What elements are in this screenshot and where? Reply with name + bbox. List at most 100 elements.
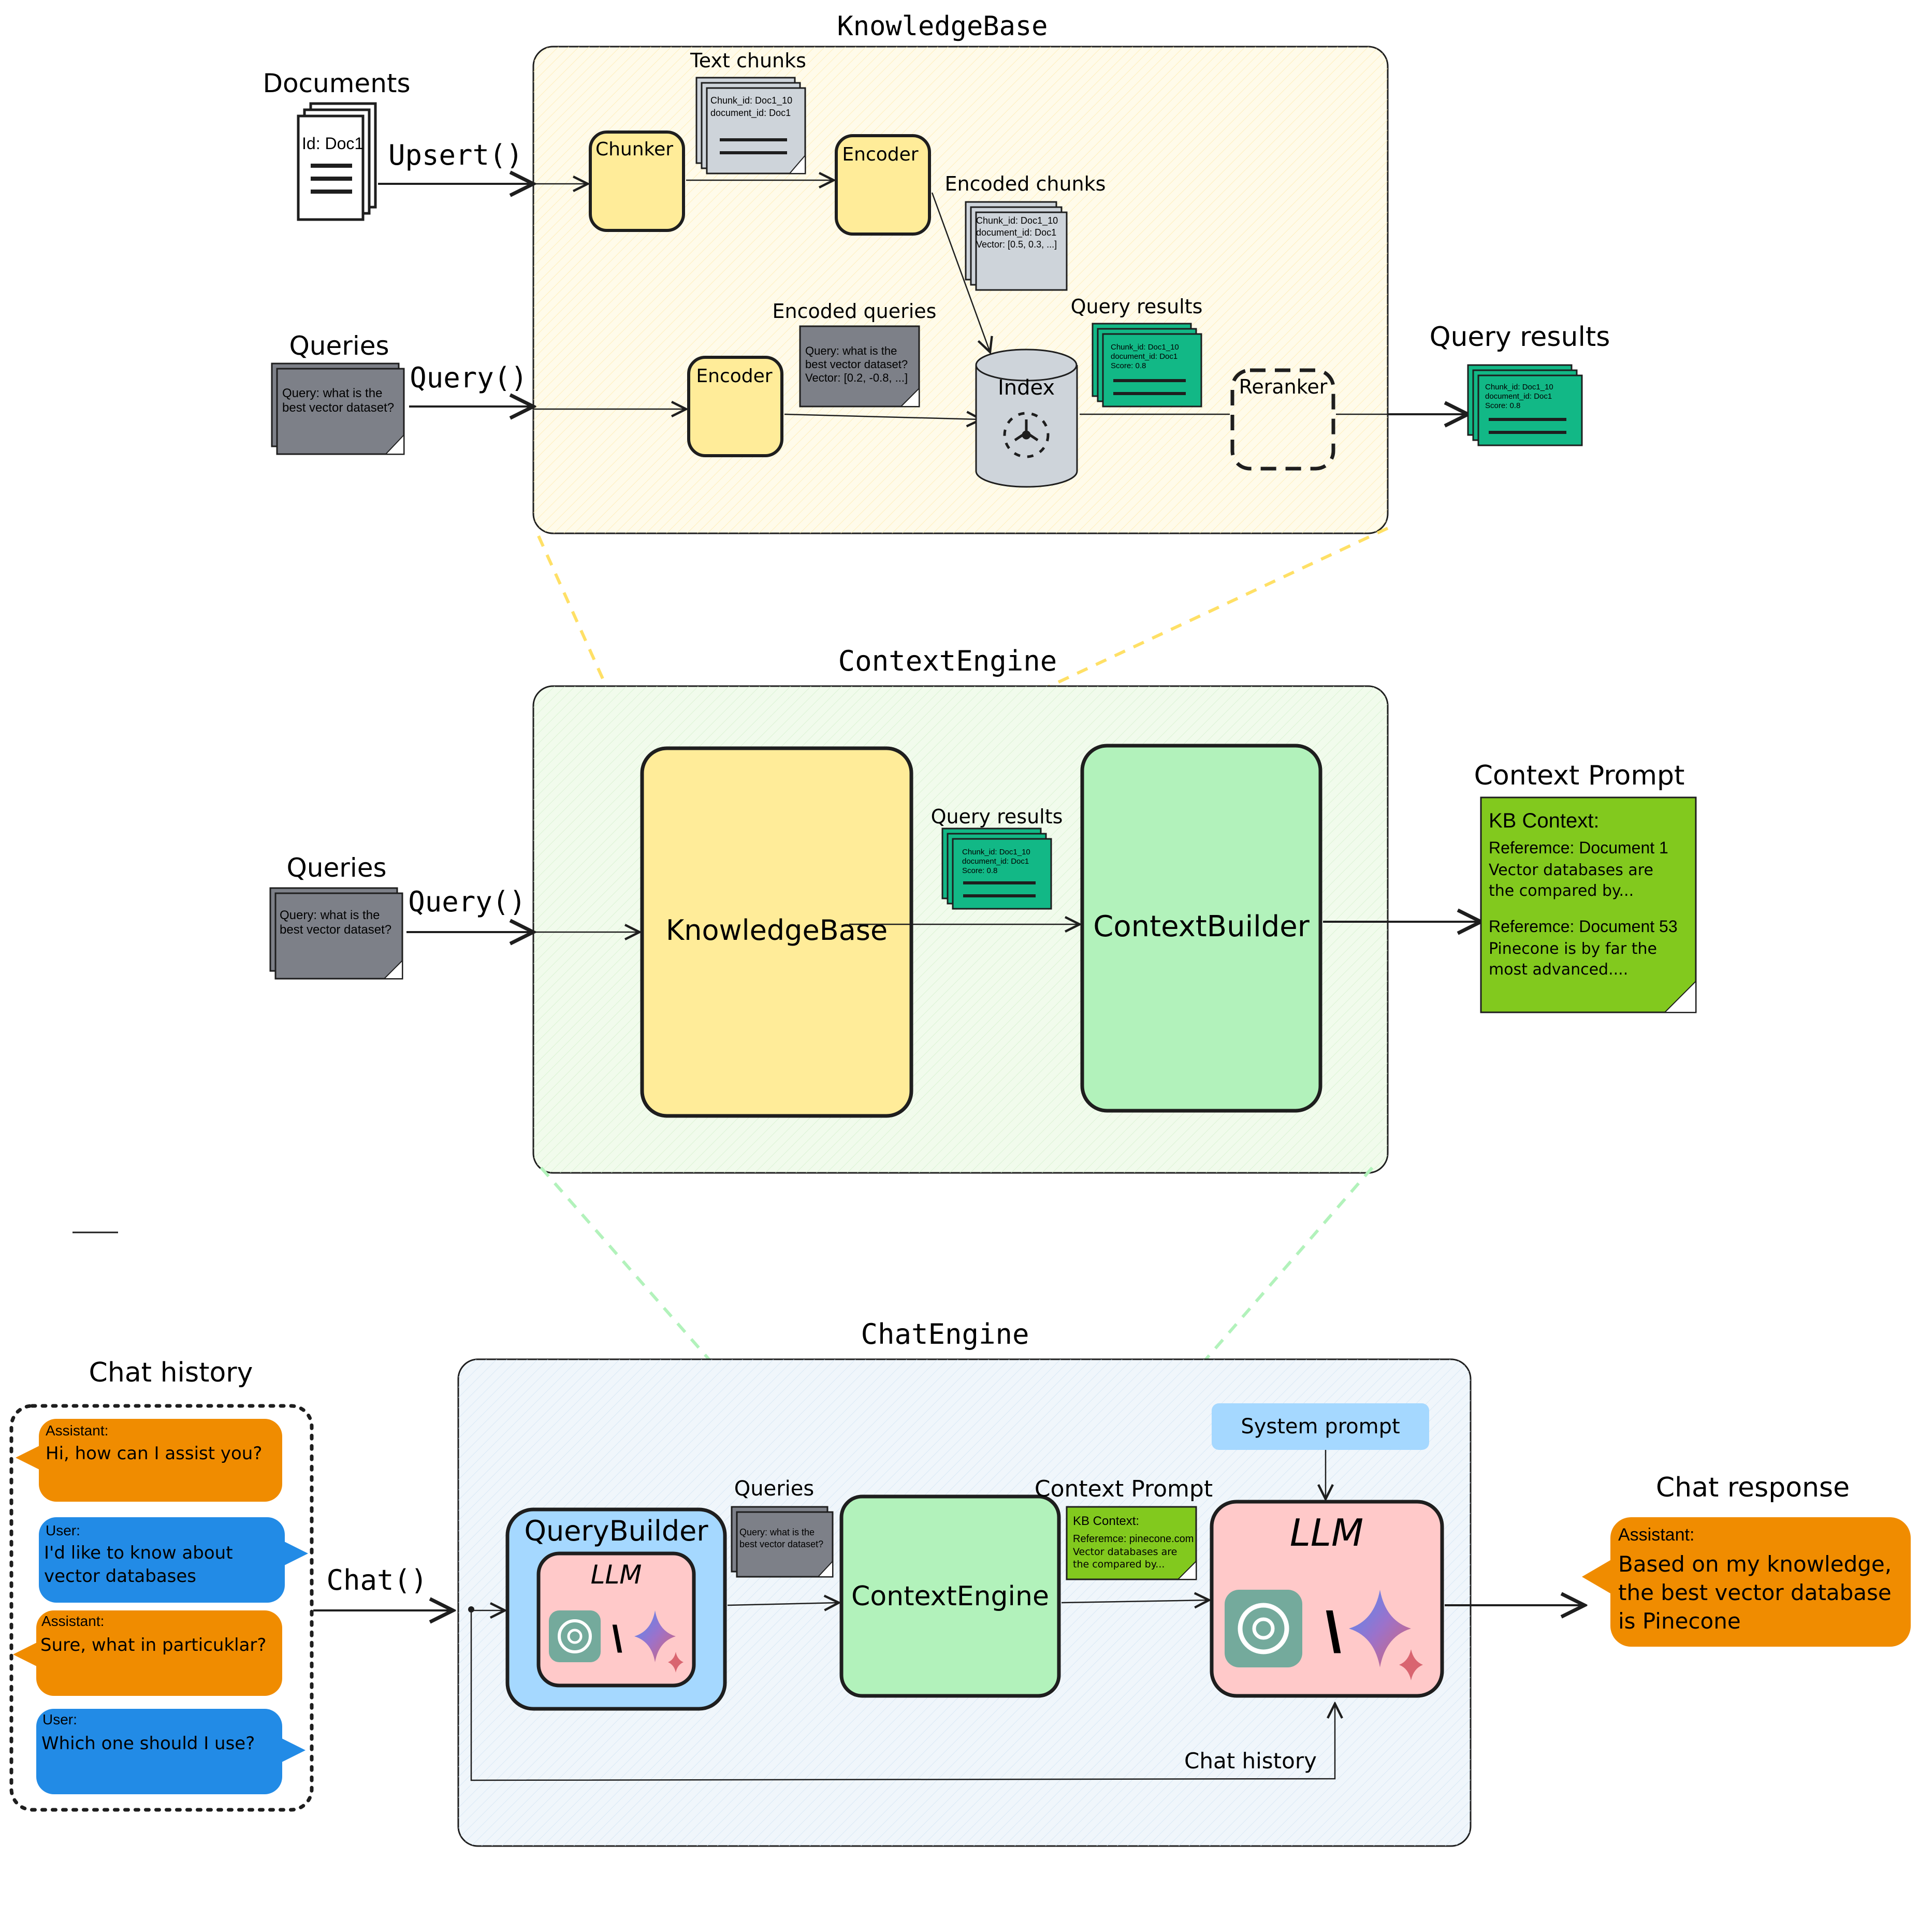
- upsert-call: Upsert(): [388, 139, 523, 171]
- chat-bubble-3-role: User:: [42, 1711, 77, 1727]
- chat-response-bubble: [1582, 1517, 1911, 1647]
- kb-query-results-outer-stack: [1467, 364, 1583, 446]
- chat-response-line1: Based on my knowledge,: [1618, 1551, 1892, 1577]
- chat-contextengine-box: [839, 1494, 1061, 1698]
- encoded-query-note: [799, 325, 920, 408]
- chat-ctx-line2: Referemce: pinecone.com: [1073, 1533, 1194, 1545]
- kb-outer-result-line3: Score: 0.8: [1485, 401, 1520, 410]
- ce-result-line3: Score: 0.8: [962, 866, 997, 875]
- chat-query-line1: Query: what is the: [739, 1527, 815, 1537]
- sparkle-icon: [1349, 1590, 1423, 1680]
- ce-ref2-text1: Pinecone is by far the: [1489, 940, 1657, 958]
- index-cylinder: [975, 348, 1078, 488]
- chat-ctx-line4: the compared by...: [1073, 1559, 1165, 1570]
- chatengine-section: ChatEngine Chat history Assistant: Hi, h…: [9, 1318, 1911, 1847]
- chat-bubble-3-text: Which one should I use?: [41, 1733, 255, 1754]
- chat-bubble-0-role: Assistant:: [46, 1422, 108, 1439]
- contextengine-to-llm-arrow: [1061, 1600, 1209, 1603]
- chat-ctx-line3: Vector databases are: [1073, 1546, 1177, 1558]
- encoded-query-line3: Vector: [0.2, -0.8, ...]: [805, 371, 908, 384]
- ce-query-line2: best vector dataset?: [280, 923, 391, 937]
- ce-knowledgebase-box: [640, 746, 913, 1118]
- encoder-bottom-box: [687, 356, 783, 457]
- system-prompt-box: [1212, 1403, 1429, 1450]
- text-chunks-stack: [695, 77, 806, 175]
- ce-kb-context: KB Context:: [1489, 809, 1599, 832]
- encoder-top-box: [835, 134, 931, 236]
- kb-query-results-outer-label: Query results: [1430, 322, 1610, 353]
- knowledgebase-title: KnowledgeBase: [837, 11, 1048, 42]
- ce-query-note: [269, 887, 403, 980]
- text-chunks-label: Text chunks: [690, 49, 806, 72]
- chat-query-note: [731, 1506, 834, 1578]
- llm-divider: \: [1326, 1601, 1342, 1664]
- ce-query-results-label: Query results: [931, 805, 1063, 828]
- encoder-to-index-arrow: [931, 192, 990, 352]
- encoder-bottom-label: Encoder: [696, 366, 772, 387]
- querybuilder-divider: \: [612, 1619, 622, 1660]
- kb-inner-result-line3: Score: 0.8: [1111, 361, 1146, 370]
- chat-queries-label: Queries: [734, 1477, 814, 1501]
- encoded-query-line2: best vector dataset?: [805, 358, 908, 371]
- chat-bubble-1: [39, 1517, 308, 1603]
- ce-query-line1: Query: what is the: [280, 908, 380, 922]
- querybuilder-label: QueryBuilder: [524, 1515, 708, 1547]
- ce-result-line1: Chunk_id: Doc1_10: [962, 848, 1030, 856]
- ce-ref1-text2: the compared by...: [1489, 882, 1634, 900]
- chat-contextengine-label: ContextEngine: [851, 1581, 1049, 1612]
- kb-query-results-inner-stack: [1092, 323, 1202, 408]
- kb-inner-result-line1: Chunk_id: Doc1_10: [1111, 343, 1179, 352]
- system-prompt-label: System prompt: [1241, 1415, 1400, 1439]
- chunker-label: Chunker: [595, 139, 673, 160]
- sparkle-icon: [634, 1610, 684, 1673]
- chat-response-line2: the best vector database: [1618, 1580, 1892, 1605]
- chat-bubble-1-text2: vector databases: [44, 1566, 196, 1587]
- chat-bubble-2-text: Sure, what in particuklar?: [40, 1635, 266, 1655]
- chat-context-prompt-note: [1066, 1506, 1197, 1580]
- encoded-chunks-stack: [965, 201, 1068, 291]
- contextbuilder-label: ContextBuilder: [1093, 910, 1310, 943]
- encoded-chunk-line1: Chunk_id: Doc1_10: [976, 215, 1058, 226]
- chat-response-role: Assistant:: [1618, 1525, 1694, 1545]
- ce-ref1: Referemce: Document 1: [1489, 838, 1668, 857]
- chat-bubble-0: [16, 1419, 282, 1502]
- encoded-chunk-line3: Vector: [0.5, 0.3, ...]: [976, 239, 1057, 250]
- chat-query-line2: best vector dataset?: [739, 1539, 823, 1549]
- reranker-box: [1230, 368, 1335, 471]
- chat-call: Chat(): [326, 1564, 427, 1596]
- chat-history-loop: [470, 1610, 1335, 1781]
- encoded-chunks-label: Encoded chunks: [945, 172, 1106, 195]
- chat-bubble-2-role: Assistant:: [41, 1613, 104, 1629]
- document-id: Id: Doc1: [302, 134, 364, 153]
- documents-label: Documents: [263, 68, 410, 98]
- chat-response-label: Chat response: [1656, 1472, 1850, 1503]
- chunker-box: [589, 130, 685, 232]
- encoder-top-label: Encoder: [842, 144, 918, 165]
- kb-inner-result-line2: document_id: Doc1: [1111, 352, 1177, 361]
- index-label: Index: [998, 376, 1055, 400]
- chat-history-frame: [9, 1404, 314, 1812]
- chat-history-inner-label: Chat history: [1184, 1748, 1317, 1774]
- ce-ref2: Referemce: Document 53: [1489, 917, 1678, 936]
- chat-response-line3: is Pinecone: [1618, 1608, 1741, 1634]
- kb-queries-label: Queries: [289, 331, 389, 361]
- ce-query-results-stack: [941, 827, 1052, 910]
- chat-history-label: Chat history: [89, 1357, 253, 1388]
- chat-context-prompt-label: Context Prompt: [1035, 1476, 1213, 1502]
- chat-bubble-2: [13, 1610, 282, 1696]
- knowledgebase-section: KnowledgeBase Documents Id: Doc1 Upsert(…: [263, 11, 1610, 534]
- encoded-query-line1: Query: what is the: [805, 344, 897, 357]
- kb-outer-result-line1: Chunk_id: Doc1_10: [1485, 383, 1553, 391]
- encoded-queries-label: Encoded queries: [773, 300, 937, 323]
- ce-query-call: Query(): [408, 885, 526, 918]
- kb-query-call: Query(): [410, 361, 528, 394]
- ce-result-line2: document_id: Doc1: [962, 857, 1029, 866]
- reranker-label: Reranker: [1239, 375, 1328, 398]
- network-icon: [1003, 412, 1050, 458]
- kb-query-line1: Query: what is the: [282, 386, 382, 400]
- document-stack-icon: [297, 102, 377, 221]
- kb-query-line2: best vector dataset?: [282, 401, 394, 415]
- openai-logo-icon: [1225, 1590, 1302, 1667]
- openai-logo-icon: [549, 1610, 601, 1662]
